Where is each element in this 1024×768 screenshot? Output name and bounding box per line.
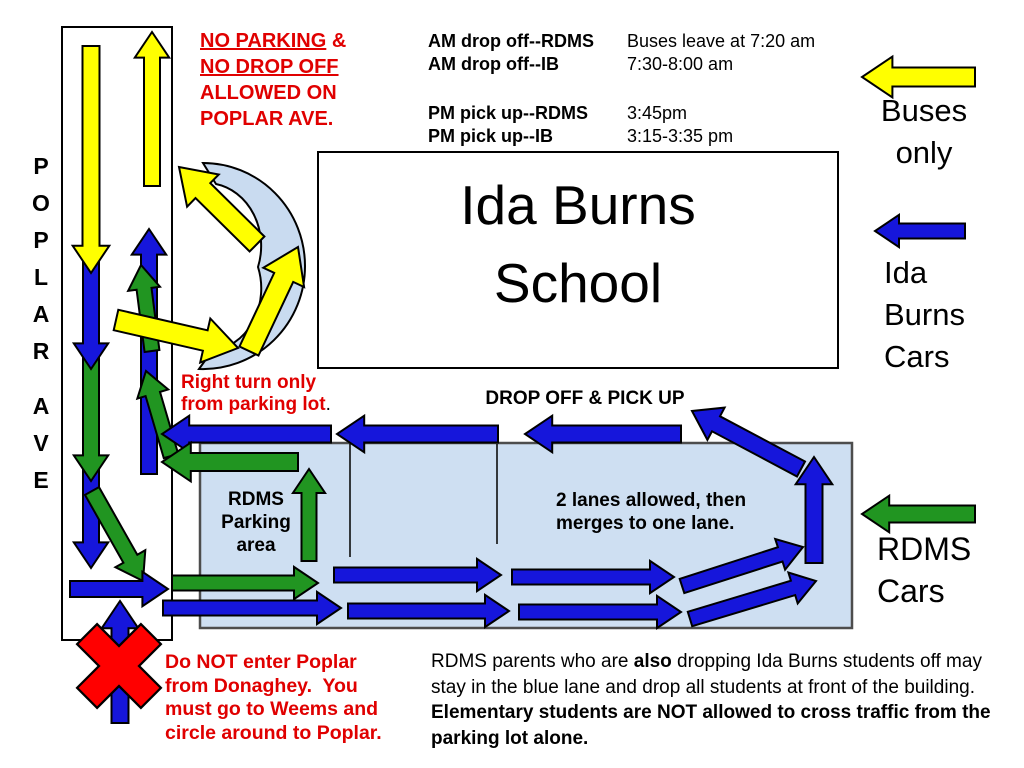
school-name: Ida Burns School xyxy=(460,174,696,314)
ida-exit-right-arrow xyxy=(69,569,170,609)
dropoff-corner-arrow xyxy=(690,406,807,478)
laneA-arrow-2 xyxy=(511,559,676,595)
no-parking-line4: POPLAR AVE. xyxy=(200,108,334,130)
laneB-arrow-2 xyxy=(518,594,683,630)
no-parking-line2: NO DROP OFF xyxy=(200,56,339,78)
no-parking-note: NO PARKING & NO DROP OFF ALLOWED ON POPL… xyxy=(200,30,347,130)
dropoff-arrow-3 xyxy=(523,413,682,455)
legend-rdms-cars-label: RDMS Cars xyxy=(877,531,972,609)
bus-loop-entry-arrow xyxy=(112,308,240,365)
legend-ida-arrow xyxy=(873,213,966,249)
legend-buses-arrow xyxy=(860,54,976,100)
legend-ida-burns-cars-label: Ida Burns Cars xyxy=(884,255,965,374)
legend-rdms-arrow xyxy=(860,493,976,535)
bus-loop-up-arrow xyxy=(238,245,306,357)
rdms-laneA-arrow xyxy=(171,565,320,601)
legend-buses-label: Buses only xyxy=(880,93,968,170)
bus-south-arrow xyxy=(70,45,112,275)
laneA-arrow-1 xyxy=(333,557,503,593)
laneB-arrow-3 xyxy=(686,570,818,628)
rdms-diag-south-arrow xyxy=(83,485,147,583)
no-parking-line3: ALLOWED ON xyxy=(200,82,337,104)
lanes-note: 2 lanes allowed, then merges to one lane… xyxy=(556,490,747,534)
laneB-arrow-1 xyxy=(347,593,511,629)
parking-up-arrow xyxy=(291,467,327,562)
laneA-arrow-3 xyxy=(678,537,805,595)
laneB-arrow-0 xyxy=(162,590,343,626)
rdms-lot-exit-arrow xyxy=(160,440,299,484)
bus-loop-exit-arrow xyxy=(177,165,266,253)
dropoff-pickup-label: DROP OFF & PICK UP xyxy=(485,388,685,409)
dropoff-arrow-1 xyxy=(160,413,332,455)
school-building xyxy=(317,151,839,369)
rdms-south-arrow xyxy=(71,352,111,483)
parking-area-label: RDMS Parking area xyxy=(221,489,291,556)
ida-south-arrow-2 xyxy=(71,465,111,570)
dropoff-arrow-2 xyxy=(335,413,499,455)
lot-up-arrow xyxy=(793,455,835,564)
no-parking-line1: NO PARKING xyxy=(200,30,327,52)
rdms-parents-note: RDMS parents who are also dropping Ida B… xyxy=(431,651,991,749)
ida-south-arrow-1 xyxy=(71,258,111,371)
right-turn-note: Right turn only from parking lot. xyxy=(181,372,331,415)
donaghey-warning-note: Do NOT enter Poplar from Donaghey. You m… xyxy=(165,651,382,744)
no-entry-x-icon xyxy=(75,622,163,710)
bus-north-arrow xyxy=(132,30,172,187)
